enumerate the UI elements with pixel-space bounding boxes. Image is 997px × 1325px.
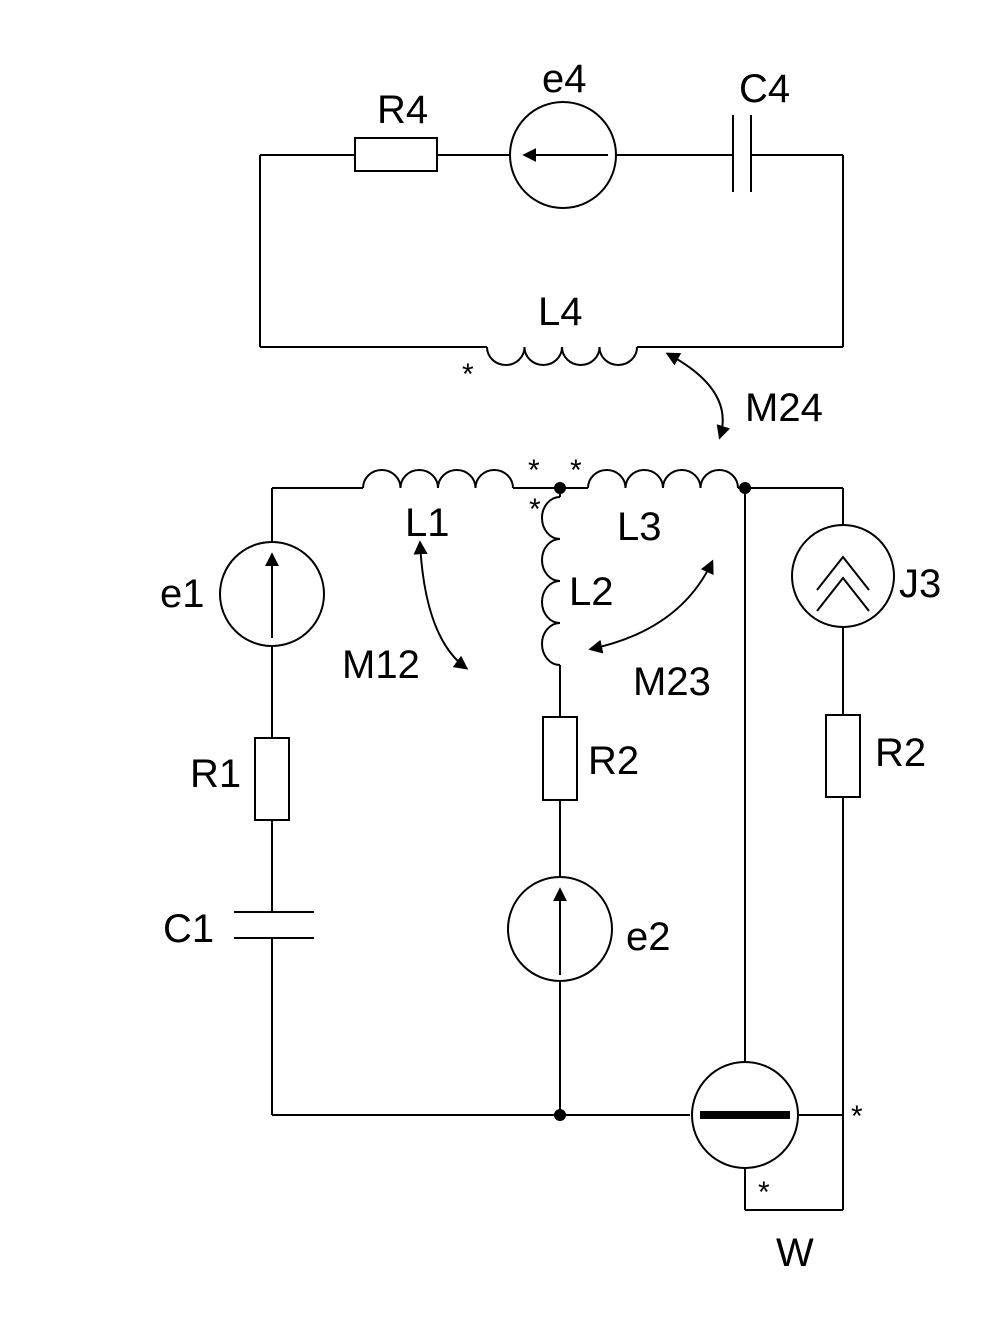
- current-source-j3: [791, 524, 895, 628]
- polarity-mark-l4: *: [462, 358, 474, 391]
- wattmeter-w: [691, 1061, 799, 1169]
- label-l4: L4: [538, 290, 583, 334]
- resistor-r4: [354, 137, 438, 172]
- polarity-mark-l2: *: [529, 493, 541, 526]
- label-m23: M23: [633, 660, 711, 704]
- polarity-marks: * * * * * *: [462, 358, 863, 1209]
- resistor-r1: [254, 737, 290, 821]
- inductor-l2: [541, 496, 561, 666]
- capacitor-c1: [234, 911, 314, 939]
- polarity-mark-w-right: *: [851, 1100, 863, 1133]
- mutual-arrow-m12: [413, 540, 469, 670]
- label-c4: C4: [739, 67, 790, 111]
- node-top-right: [739, 482, 751, 494]
- label-r4: R4: [377, 88, 428, 132]
- label-m24: M24: [745, 386, 823, 430]
- polarity-mark-l3: *: [570, 454, 582, 487]
- label-j3: J3: [899, 562, 941, 606]
- label-e2: e2: [626, 915, 671, 959]
- label-l1: L1: [405, 501, 450, 545]
- label-e4: e4: [542, 57, 587, 101]
- capacitor-c4: [732, 115, 752, 192]
- label-l2: L2: [569, 570, 614, 614]
- node-top-middle: [554, 482, 566, 494]
- label-r2-middle: R2: [588, 739, 639, 783]
- label-e1: e1: [160, 572, 205, 616]
- inductor-l4: [486, 346, 638, 366]
- label-r2-right: R2: [875, 731, 926, 775]
- label-r1: R1: [190, 752, 241, 796]
- mutual-arrow-m23: [588, 559, 714, 654]
- label-c1: C1: [163, 907, 214, 951]
- resistor-r2-middle: [542, 716, 578, 801]
- label-l3: L3: [617, 505, 662, 549]
- top-loop-wires: [259, 154, 844, 348]
- source-e2: [507, 876, 613, 982]
- polarity-mark-l1: *: [528, 454, 540, 487]
- polarity-mark-w-bottom: *: [758, 1176, 770, 1209]
- main-circuit-wires: [271, 487, 844, 1211]
- source-e1: [219, 541, 325, 647]
- component-labels: R4 e4 C4 L4 M24 L1 L3 L2 e1 M12 M23 J3 R…: [160, 57, 941, 1275]
- inductor-l1: [362, 469, 514, 489]
- label-m12: M12: [342, 643, 420, 687]
- label-w: W: [776, 1231, 814, 1275]
- inductor-l3: [587, 469, 739, 489]
- junction-nodes: [554, 482, 751, 1121]
- source-e4: [509, 101, 617, 209]
- resistor-r2-right: [825, 714, 861, 798]
- node-bottom-middle: [554, 1109, 566, 1121]
- mutual-arrow-m24: [665, 352, 731, 440]
